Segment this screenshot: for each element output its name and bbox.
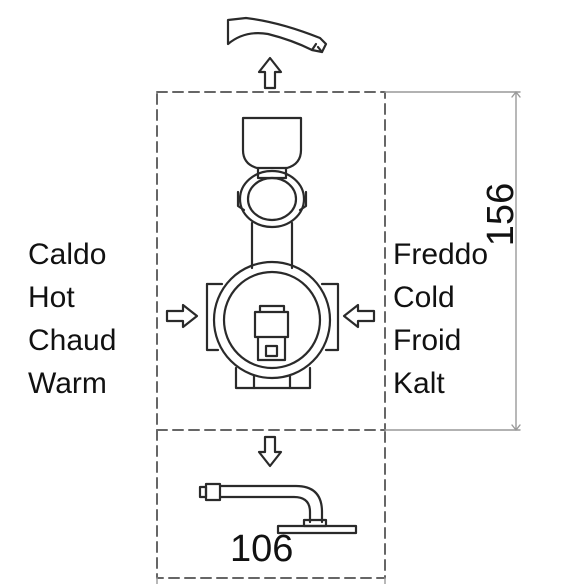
label-cold: Cold	[393, 281, 455, 314]
hot-inlet-arrow-icon	[165, 303, 199, 329]
label-kalt: Kalt	[393, 367, 445, 400]
arrow-up-icon	[257, 56, 283, 90]
arrow-down-icon	[257, 435, 283, 468]
upper-outlet	[236, 116, 308, 270]
dashed-frame	[156, 91, 386, 579]
cold-inlet-arrow-icon	[342, 303, 376, 329]
label-warm: Warm	[28, 367, 107, 400]
shower-head-icon	[198, 482, 358, 535]
label-chaud: Chaud	[28, 324, 117, 357]
width-dimension: 106	[230, 528, 294, 570]
label-caldo: Caldo	[28, 238, 107, 271]
valve-body	[205, 260, 340, 390]
height-dimension: 156	[480, 182, 523, 247]
spout-icon	[226, 16, 328, 54]
label-freddo: Freddo	[393, 238, 489, 271]
label-hot: Hot	[28, 281, 75, 314]
cold-water-labels: Freddo Cold Froid Kalt	[393, 233, 488, 405]
hot-water-labels: Caldo Hot Chaud Warm	[28, 233, 116, 405]
label-froid: Froid	[393, 324, 462, 357]
dimension-lines	[156, 91, 521, 584]
